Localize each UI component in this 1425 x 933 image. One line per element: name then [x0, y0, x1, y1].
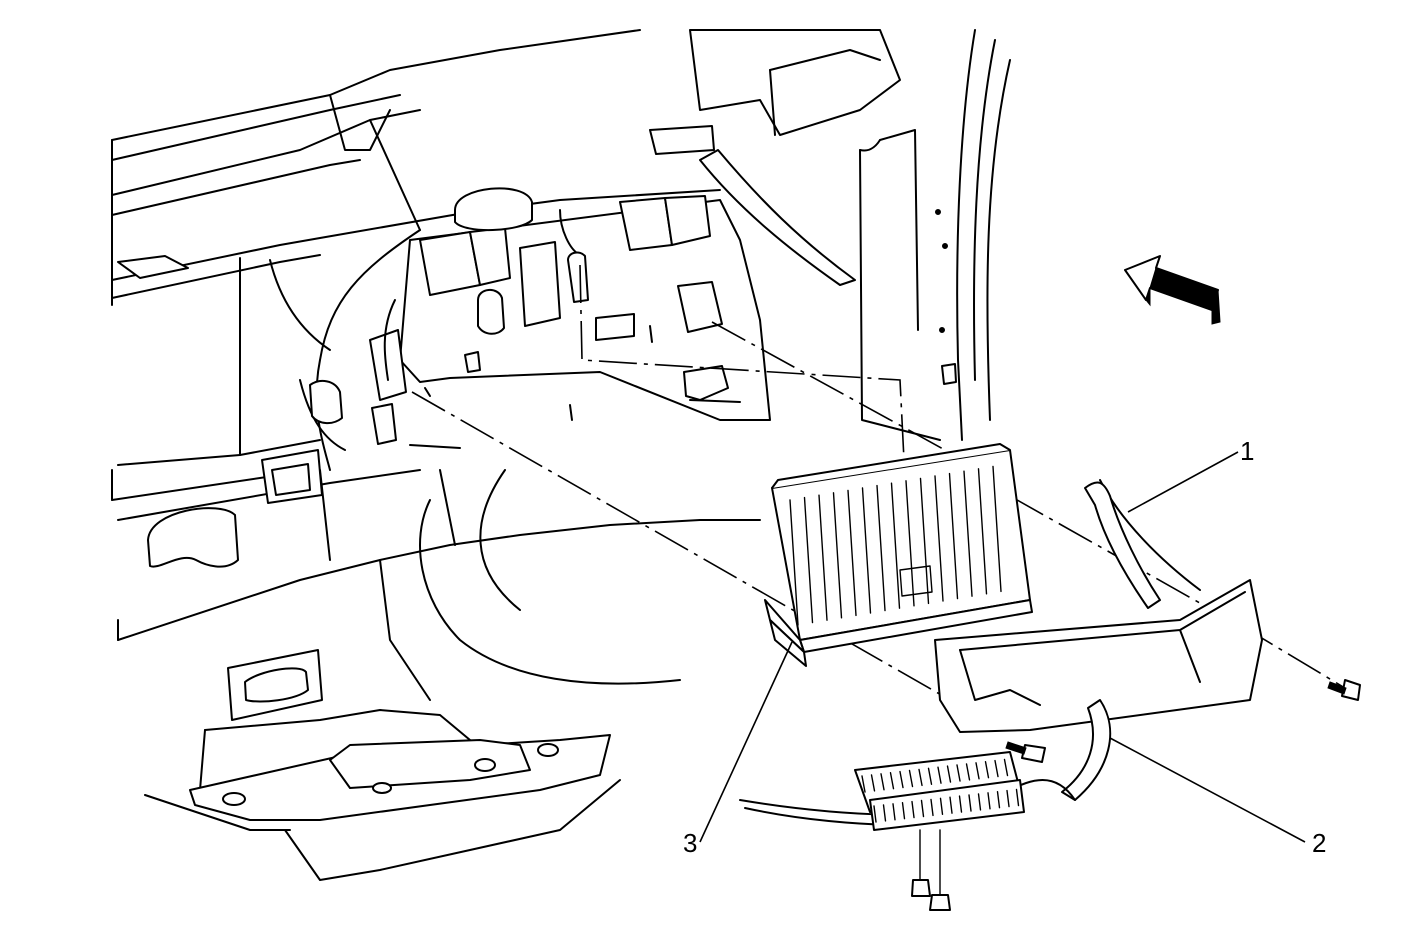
callout-3-label: 3 — [683, 828, 697, 858]
dash-panel — [111, 29, 721, 568]
screw-icon — [911, 829, 951, 911]
harness-connectors — [854, 751, 1025, 831]
callout-leaders — [699, 451, 1306, 843]
callout-2-label: 2 — [1312, 828, 1326, 858]
screw-icon — [1327, 679, 1361, 701]
floor-structure — [117, 469, 761, 881]
ecm-module — [764, 443, 1033, 667]
fasteners — [911, 679, 1361, 911]
direction-arrow-icon — [1124, 255, 1221, 325]
screw-icon — [1005, 741, 1046, 763]
firewall-mount — [369, 29, 1011, 449]
callout-1-label: 1 — [1240, 436, 1254, 466]
